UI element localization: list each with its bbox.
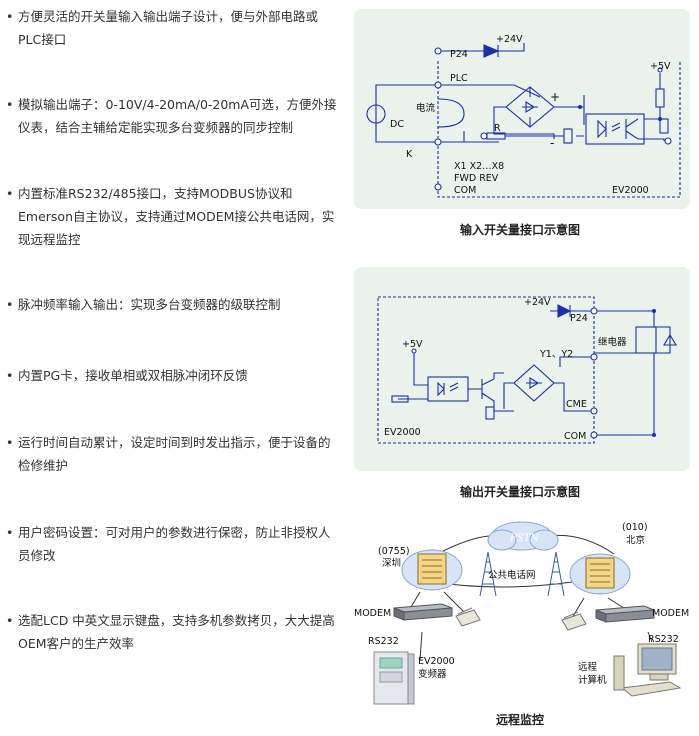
exchange-icon — [401, 549, 463, 591]
exchange-icon — [569, 553, 631, 595]
beijing-code-label: (010) — [622, 522, 648, 533]
feature-text: 用户密码设置：可对用户的参数进行保密，防止非授权人员修改 — [18, 525, 331, 563]
input-circuit-svg: P24 +24V PLC +5V 电流 DC K R + - X1 X2…X8 … — [366, 34, 681, 198]
current-label: 电流 — [416, 102, 436, 114]
bullet: • — [6, 186, 14, 201]
bullet: • — [6, 297, 14, 312]
beijing-label: 北京 — [626, 534, 645, 546]
dc-label: DC — [390, 119, 404, 130]
antenna-tower-icon — [479, 551, 497, 597]
bullet: • — [6, 368, 14, 383]
inverter-icon — [373, 651, 415, 705]
computer-icon — [613, 643, 682, 697]
modem-right-label: MODEM — [652, 608, 689, 619]
bullet: • — [6, 613, 14, 628]
plus5v-label: +5V — [650, 61, 671, 72]
modem-icon — [595, 605, 655, 623]
feature-text: 方便灵活的开关量输入输出端子设计，便与外部电路或PLC接口 — [18, 9, 319, 47]
p24-label: P24 — [570, 313, 588, 324]
remote-label: 远程 — [578, 662, 598, 673]
feature-text: 内置PG卡，接收单相或双相脉冲闭环反馈 — [18, 368, 248, 383]
pstn-label: PSTN — [509, 533, 540, 544]
plc-label: PLC — [450, 73, 468, 84]
k-label: K — [406, 149, 413, 160]
antenna-tower-icon — [547, 551, 565, 597]
shenzhen-code-label: (0755) — [378, 546, 410, 557]
minus-label: - — [550, 136, 554, 150]
input-interface-diagram: P24 +24V PLC +5V 电流 DC K R + - X1 X2…X8 … — [354, 9, 690, 209]
feature-item: • 模拟输出端子：0-10V/4-20mA/0-20mA可选，方便外接仪表，结合… — [6, 93, 338, 139]
p24-label: P24 — [450, 49, 468, 60]
model-label: EV2000 — [612, 185, 649, 196]
feature-text: 脉冲频率输入输出：实现多台变频器的级联控制 — [18, 297, 281, 312]
feature-item: • 内置标准RS232/485接口，支持MODBUS协议和Emerson自主协议… — [6, 182, 338, 251]
pstn-cloud-icon: PSTN — [487, 521, 559, 551]
rs232-left-label: RS232 — [368, 636, 399, 647]
feature-item: • 脉冲频率输入输出：实现多台变频器的级联控制 — [6, 293, 338, 316]
cme-label: CME — [566, 399, 587, 410]
feature-text: 内置标准RS232/485接口，支持MODBUS协议和Emerson自主协议，支… — [18, 186, 335, 247]
output-diagram-caption: 输出开关量接口示意图 — [459, 485, 580, 499]
telephone-icon — [455, 607, 481, 627]
feature-text: 运行时间自动累计，设定时间到时发出指示，便于设备的检修维护 — [18, 435, 331, 473]
input-diagram-caption: 输入开关量接口示意图 — [459, 223, 580, 237]
plus-label: + — [550, 90, 560, 104]
remote-monitoring-diagram: PSTN — [354, 521, 689, 705]
bullet: • — [6, 435, 14, 450]
ev2000-label: EV2000 — [418, 656, 455, 667]
feature-text: 选配LCD 中英文显示键盘，支持多机参数拷贝，大大提高 OEM客户的生产效率 — [18, 613, 335, 651]
shenzhen-label: 深圳 — [382, 558, 401, 569]
bullet: • — [6, 525, 14, 540]
feature-item: • 方便灵活的开关量输入输出端子设计，便与外部电路或PLC接口 — [6, 5, 338, 51]
feature-item: • 运行时间自动累计，设定时间到时发出指示，便于设备的检修维护 — [6, 431, 338, 477]
modem-left-label: MODEM — [354, 608, 391, 619]
output-interface-diagram: +24V P24 +5V 继电器 Y1、Y2 CME COM EV2000 — [354, 267, 690, 471]
com-label: COM — [454, 185, 476, 196]
com-label: COM — [564, 431, 586, 442]
feature-item: • 选配LCD 中英文显示键盘，支持多机参数拷贝，大大提高 OEM客户的生产效率 — [6, 609, 338, 655]
telephone-icon — [561, 611, 587, 631]
relay-label: 继电器 — [598, 336, 627, 348]
inverter-label: 变频器 — [418, 668, 447, 680]
plus24v-label: +24V — [496, 34, 523, 45]
remote-monitoring-caption: 远程监控 — [495, 713, 544, 727]
bullet: • — [6, 97, 14, 112]
fwd-rev-label: FWD REV — [454, 173, 499, 184]
r-label: R — [494, 123, 501, 134]
network-label: 公共电话网 — [488, 569, 536, 581]
plus5v-label: +5V — [402, 339, 423, 350]
modem-icon — [393, 603, 453, 621]
rs232-right-label: RS232 — [648, 634, 679, 645]
computer-label: 计算机 — [578, 674, 607, 686]
feature-item: • 内置PG卡，接收单相或双相脉冲闭环反馈 — [6, 364, 338, 387]
bullet: • — [6, 9, 14, 24]
feature-text: 模拟输出端子：0-10V/4-20mA/0-20mA可选，方便外接仪表，结合主辅… — [18, 97, 337, 135]
x-terminals-label: X1 X2…X8 — [454, 161, 504, 172]
plus24v-label: +24V — [524, 297, 551, 308]
output-circuit-svg: +24V P24 +5V 继电器 Y1、Y2 CME COM EV2000 — [377, 296, 677, 444]
feature-item: • 用户密码设置：可对用户的参数进行保密，防止非授权人员修改 — [6, 521, 338, 567]
model-label: EV2000 — [384, 427, 421, 438]
y-terminals-label: Y1、Y2 — [539, 349, 573, 360]
